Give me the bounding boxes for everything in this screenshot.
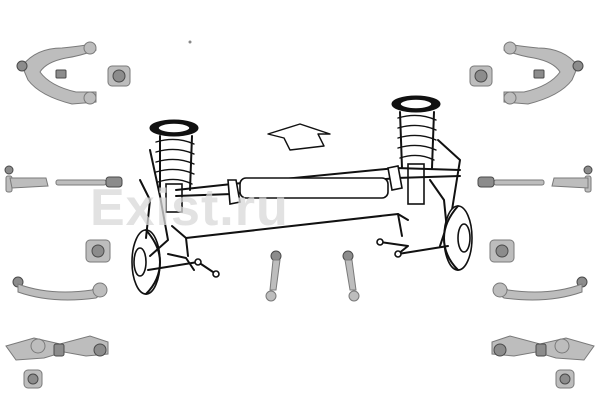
lower-control-arm-left-icon [5,335,109,361]
tie-rod-left-icon [55,176,123,188]
direction-arrow-icon [267,123,331,151]
upper-control-arm-left-icon [16,41,97,105]
lower-trailing-arm-right-icon [492,276,588,301]
suspension-assembly-icon [131,95,473,295]
ball-joint-nut-left-icon [55,69,67,79]
stabilizer-link-right-icon [342,250,360,302]
lower-control-arm-right-icon [491,335,595,361]
bushing-upper-left-icon [107,65,131,87]
bushing-upper-right-icon [469,65,493,87]
bushing-middle-left-icon [85,239,111,263]
lower-trailing-arm-left-icon [12,276,108,301]
tie-rod-right-icon [477,176,545,188]
marker-dot-icon [188,40,192,44]
stabilizer-link-left-icon [265,250,282,302]
tie-rod-end-left-icon [4,165,49,193]
ball-joint-nut-right-icon [533,69,545,79]
tie-rod-end-right-icon [551,165,593,193]
bushing-bottom-right-icon [555,369,575,389]
upper-control-arm-right-icon [503,41,584,105]
bushing-bottom-left-icon [23,369,43,389]
bushing-middle-right-icon [489,239,515,263]
